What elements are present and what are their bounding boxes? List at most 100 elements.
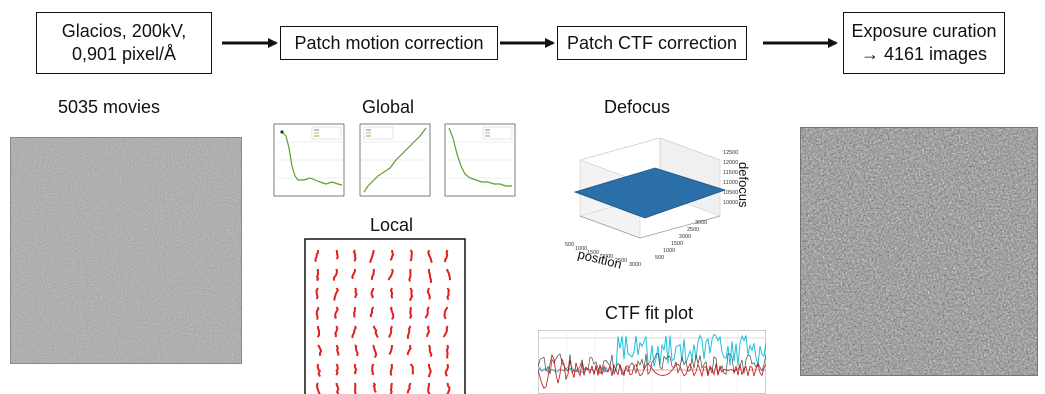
z-axis-label: defocus: [736, 162, 751, 208]
local-trajectory: [372, 344, 378, 359]
z-tick-4: 10500: [723, 190, 738, 196]
local-trajectory: [335, 344, 340, 356]
defocus-label: Defocus: [604, 97, 671, 117]
local-trajectory: [426, 325, 431, 338]
y-tick-1: 2500: [687, 227, 699, 233]
z-tick-2: 11500: [723, 170, 738, 176]
local-trajectory: [446, 287, 450, 301]
local-trajectory: [316, 325, 321, 338]
local-trajectory: [369, 249, 375, 263]
local-trajectory: [408, 306, 413, 319]
local-trajectory: [315, 268, 320, 282]
local-trajectory: [354, 344, 359, 357]
z-tick-3: 11000: [723, 180, 738, 186]
local-trajectory: [372, 382, 377, 393]
local-trajectory: [408, 287, 414, 302]
ctf-fit-plot: [538, 330, 766, 394]
local-label: Local: [370, 215, 414, 235]
local-trajectory: [427, 268, 432, 283]
y-tick-2: 2000: [679, 234, 691, 240]
local-trajectory: [446, 268, 451, 281]
local-trajectory: [315, 382, 321, 394]
movies-label: 5035 movies: [58, 97, 161, 117]
local-trajectory: [389, 249, 395, 261]
global-plot-3: [444, 123, 516, 197]
step-exposure-curation-box: Exposure curation → 4161 images: [843, 12, 1005, 74]
local-trajectory: [442, 325, 449, 338]
step-microscope-box: Glacios, 200kV, 0,901 pixel/Å: [36, 12, 212, 74]
global-label: Global: [362, 97, 415, 117]
local-trajectory: [409, 249, 413, 262]
local-trajectory: [335, 382, 340, 394]
local-trajectory: [389, 306, 395, 320]
local-trajectory: [445, 344, 449, 359]
step-motion-correction-box: Patch motion correction: [280, 26, 498, 60]
y-tick-5: 500: [655, 255, 664, 261]
y-tick-0: 3000: [695, 220, 707, 226]
step-exposure-curation-line2: → 4161 images: [860, 44, 988, 64]
x-tick-1: 1000: [575, 246, 587, 252]
defocus-surface: [573, 167, 727, 219]
local-trajectory: [388, 344, 393, 355]
local-trajectory: [443, 306, 449, 320]
global-plot-1: [273, 123, 345, 197]
z-tick-1: 12000: [723, 160, 738, 166]
step-microscope-line2: 0,901 pixel/Å: [71, 44, 177, 64]
local-trajectory: [409, 363, 414, 375]
y-tick-4: 1000: [663, 248, 675, 254]
step-ctf-correction-label: Patch CTF correction: [566, 32, 738, 53]
global-plot-2: [359, 123, 431, 197]
x-tick-4: 2500: [615, 258, 627, 264]
x-tick-5: 3000: [629, 262, 641, 268]
x-tick-3: 2000: [601, 254, 613, 260]
local-trajectory: [389, 382, 393, 394]
local-trajectory: [315, 287, 319, 300]
local-trajectory: [444, 363, 450, 377]
step-motion-correction-label: Patch motion correction: [294, 32, 484, 53]
local-trajectory: [334, 325, 339, 338]
local-trajectory: [406, 344, 412, 356]
local-trajectory: [371, 363, 375, 376]
local-trajectory: [389, 287, 394, 299]
local-trajectory: [406, 325, 412, 339]
local-trajectory: [314, 250, 319, 262]
local-trajectory: [354, 382, 357, 394]
step-exposure-curation-line1: Exposure curation: [851, 21, 997, 41]
curated-micrograph: [800, 127, 1038, 376]
global-motion-plots: [262, 120, 520, 208]
local-trajectory: [389, 363, 394, 376]
step-microscope-line1: Glacios, 200kV,: [61, 21, 187, 41]
local-trajectory: [317, 344, 323, 356]
local-trajectory: [427, 364, 432, 378]
local-trajectory: [406, 382, 412, 394]
raw-movie-micrograph: [10, 137, 242, 364]
local-trajectory: [424, 306, 430, 319]
local-trajectory: [353, 363, 358, 375]
y-tick-3: 1500: [671, 241, 683, 247]
x-tick-2: 1500: [587, 250, 599, 256]
local-trajectory: [426, 287, 431, 300]
local-trajectory: [370, 287, 375, 299]
local-trajectory: [388, 325, 393, 338]
local-trajectory: [370, 268, 375, 280]
local-trajectory: [352, 249, 357, 262]
local-trajectory: [372, 325, 379, 338]
local-trajectory: [334, 306, 339, 319]
local-trajectory: [351, 269, 356, 280]
local-motion-plot: [304, 238, 466, 394]
local-trajectory: [333, 287, 340, 301]
x-axis-label: position: [576, 246, 623, 270]
defocus-surface-plot: 12500 12000 11500 11000 10500 10000 defo…: [555, 120, 755, 270]
local-trajectory: [353, 306, 356, 318]
z-tick-5: 10000: [723, 200, 738, 206]
local-trajectory: [351, 325, 357, 339]
local-trajectory: [428, 344, 433, 358]
local-trajectory: [315, 306, 320, 320]
local-trajectory: [427, 249, 433, 263]
local-trajectory: [446, 382, 451, 394]
local-trajectory: [369, 306, 375, 318]
step-ctf-correction-box: Patch CTF correction: [557, 26, 747, 60]
local-trajectory: [443, 249, 449, 263]
local-trajectory: [316, 363, 321, 378]
local-trajectory: [335, 363, 339, 376]
